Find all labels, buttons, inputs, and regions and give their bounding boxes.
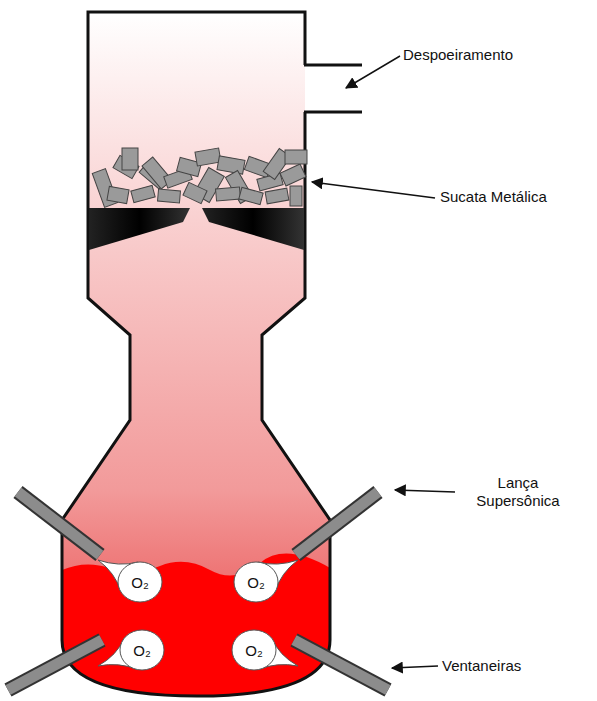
- scrap-piece: [131, 185, 155, 202]
- part-label: Despoeiramento: [403, 46, 513, 64]
- tuyere: [8, 640, 388, 690]
- scrap-piece: [217, 156, 245, 174]
- scrap-piece: [158, 189, 181, 203]
- scrap-grate: [89, 208, 190, 250]
- oxygen-jet: O₂: [118, 562, 162, 602]
- scrap-piece: [285, 150, 307, 164]
- scrap-grate: [202, 208, 304, 250]
- scrap-pile: [92, 148, 307, 207]
- scrap-piece: [122, 148, 138, 170]
- scrap-piece: [216, 187, 241, 201]
- part-label: Ventaneiras: [442, 657, 521, 675]
- gas-label: O₂: [245, 642, 263, 659]
- scrap-piece: [290, 186, 302, 206]
- oxygen-jet: O₂: [232, 630, 276, 670]
- scrap-piece: [195, 148, 221, 166]
- scrap-piece: [183, 182, 207, 203]
- oxygen-jet: O₂: [234, 562, 278, 602]
- scrap-piece: [280, 164, 306, 186]
- gas-label: O₂: [133, 642, 151, 659]
- vessel-outline: [62, 12, 330, 696]
- vessel-body: [62, 12, 330, 696]
- supersonic-lance: [18, 492, 378, 555]
- oxygen-jet: O₂: [120, 630, 164, 670]
- duct-wall: [304, 64, 362, 67]
- leader-arrow: [312, 56, 455, 668]
- molten-bath: [62, 554, 330, 696]
- scrap-piece: [265, 188, 289, 204]
- scrap-piece: [239, 187, 263, 204]
- scrap-piece: [107, 186, 129, 203]
- gas-label: O₂: [247, 574, 265, 591]
- part-label: Sucata Metálica: [440, 188, 547, 206]
- gas-label: O₂: [131, 574, 149, 591]
- duct-wall: [304, 111, 362, 114]
- part-label: Lança Supersônica: [458, 474, 578, 510]
